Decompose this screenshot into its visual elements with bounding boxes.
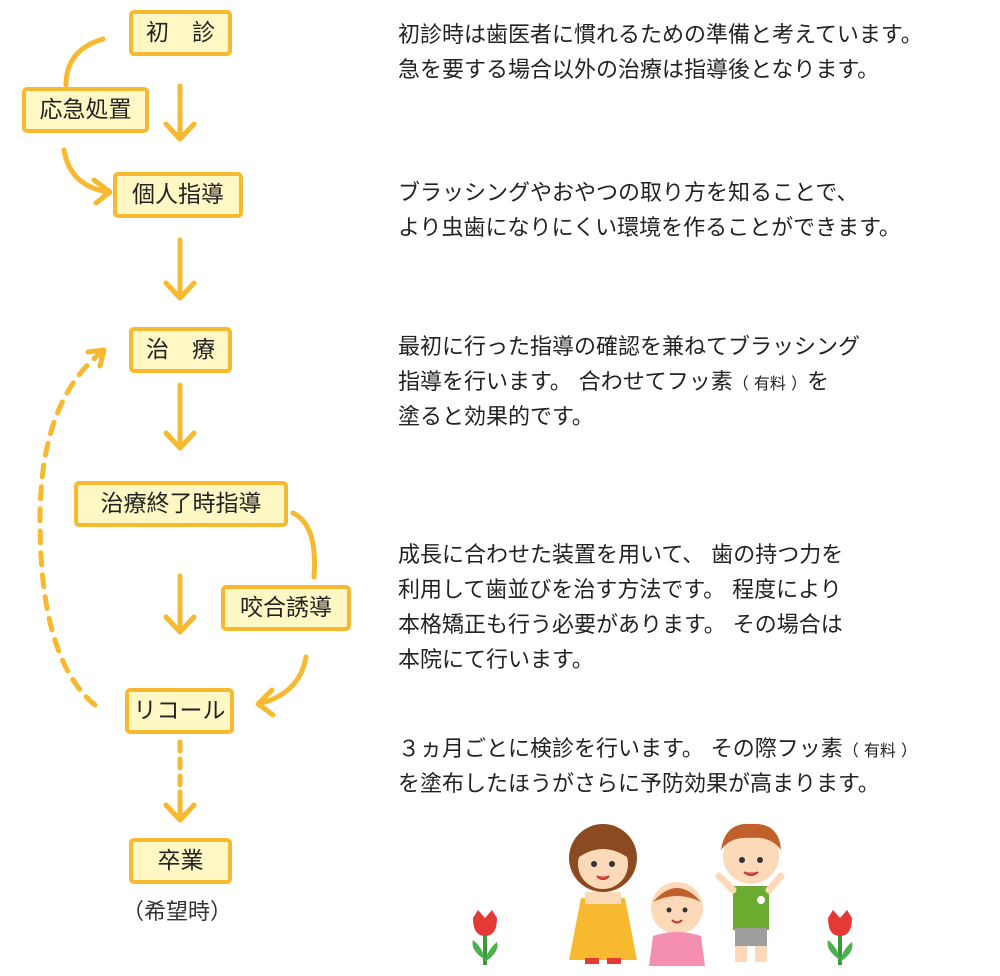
curve-shuryo-to-kogo (290, 510, 318, 580)
arrow-shoshin-to-kojin (163, 83, 197, 142)
dashed-recall-to-chiryo (37, 349, 105, 708)
desc-line: 成長に合わせた装置を用いて、 歯の持つ力を (398, 543, 844, 568)
curve-shoshin-to-okyu (63, 36, 106, 88)
arrow-kojin-to-chiryo (163, 237, 197, 301)
desc-text: を (806, 370, 829, 395)
desc-line: 本格矯正も行う必要があります。 その場合は (398, 613, 843, 638)
tulip-icon (472, 910, 498, 965)
desc-line: ブラッシングやおやつの取り方を知ることで、 (398, 181, 859, 206)
desc-line: ３ヵ月ごとに検診を行います。 その際フッ素（ 有料 ） (398, 732, 917, 767)
desc-chiryo: 最初に行った指導の確認を兼ねてブラッシング 指導を行います。 合わせてフッ素（ … (398, 330, 860, 435)
fee-note: （ 有料 ） (732, 374, 807, 393)
desc-line: 初診時は歯医者に慣れるための準備と考えています。 (398, 23, 923, 48)
desc-line: 塗ると効果的です。 (398, 405, 594, 430)
node-kojin: 個人指導 (113, 172, 243, 218)
fee-note: （ 有料 ） (842, 741, 917, 760)
node-chiryo: 治 療 (129, 327, 232, 373)
desc-line: より虫歯になりにくい環境を作ることができます。 (398, 216, 901, 241)
node-sotsugyo: 卒業 (129, 838, 232, 884)
dashed-loop-arrowhead (85, 347, 107, 369)
desc-line: 最初に行った指導の確認を兼ねてブラッシング (398, 335, 861, 360)
node-shoshin: 初 診 (129, 10, 232, 56)
curve-okyu-to-kojin (61, 147, 113, 206)
desc-line: 本院にて行います。 (398, 648, 594, 673)
node-kogo: 咬合誘導 (221, 585, 351, 631)
desc-kojin: ブラッシングやおやつの取り方を知ることで、 より虫歯になりにくい環境を作ることが… (398, 176, 901, 246)
node-shuryo: 治療終了時指導 (74, 481, 288, 527)
desc-line: を塗布したほうがさらに予防効果が高まります。 (398, 772, 880, 797)
baby-icon (649, 882, 705, 966)
girl-icon (569, 824, 637, 964)
desc-line: 利用して歯並びを治す方法です。 程度により (398, 578, 842, 603)
boy-icon (715, 823, 785, 962)
tulip-icon (827, 910, 853, 965)
arrow-shuryo-to-recall (163, 573, 197, 635)
node-recall: リコール (125, 688, 234, 734)
desc-kogo: 成長に合わせた装置を用いて、 歯の持つ力を 利用して歯並びを治す方法です。 程度… (398, 538, 843, 678)
sotsugyo-note: （希望時） (122, 900, 233, 925)
node-okyu: 応急処置 (22, 87, 149, 133)
desc-line: 指導を行います。 合わせてフッ素（ 有料 ）を (398, 365, 860, 400)
desc-text: ３ヵ月ごとに検診を行います。 その際フッ素 (398, 737, 843, 762)
desc-recall: ３ヵ月ごとに検診を行います。 その際フッ素（ 有料 ） を塗布したほうがさらに予… (398, 732, 917, 802)
arrow-to-sotsugyo (163, 789, 197, 823)
children-illustration (472, 823, 853, 966)
curve-kogo-to-recall (255, 654, 309, 718)
desc-shoshin: 初診時は歯医者に慣れるための準備と考えています。 急を要する場合以外の治療は指導… (398, 18, 923, 88)
arrow-chiryo-to-shuryo (163, 382, 197, 451)
desc-text: 指導を行います。 合わせてフッ素 (398, 370, 733, 395)
desc-line: 急を要する場合以外の治療は指導後となります。 (398, 58, 880, 83)
